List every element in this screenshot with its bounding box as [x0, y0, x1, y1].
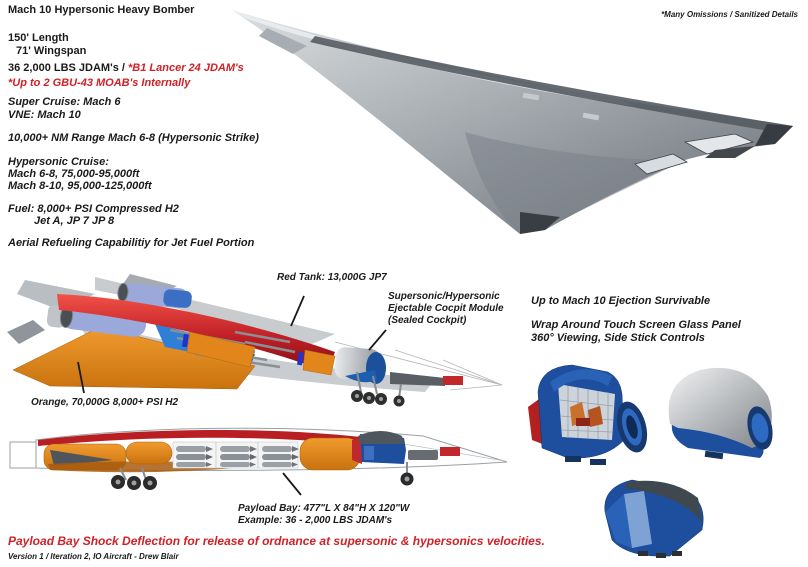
panel-vent [522, 92, 540, 101]
callout-payload-bay: Payload Bay: 477"L X 84"H X 120"W Exampl… [238, 503, 409, 527]
main-landing-gear [111, 467, 157, 490]
ejection-note-2: Wrap Around Touch Screen Glass Panel 360… [531, 319, 741, 345]
spec-wingspan: 71' Wingspan [16, 45, 87, 57]
spec-vne: VNE: Mach 10 [8, 109, 81, 121]
main-landing-gear [351, 371, 387, 405]
spec-payload-red: *B1 Lancer 24 JDAM's [128, 62, 244, 74]
shock-deflection-note: Payload Bay Shock Deflection for release… [8, 534, 545, 548]
cockpit-module-sealed-view [668, 367, 773, 460]
ventral-fin [7, 320, 45, 344]
spec-payload: 36 2,000 LBS JDAM's / *B1 Lancer 24 JDAM… [8, 62, 244, 75]
ejection-line-3: 360° Viewing, Side Stick Controls [531, 332, 705, 344]
engine-nozzle [634, 153, 689, 175]
tail-box-outline [9, 441, 37, 469]
red-spine-tank [57, 294, 335, 372]
jdam-bombs [176, 446, 299, 467]
nose-probe-dark [390, 372, 445, 386]
tail-notch-dark [705, 146, 755, 158]
orange-delta-wing [12, 326, 256, 390]
belly-dark-wedge [520, 212, 560, 234]
cockpit-module-cutaway-view [528, 364, 648, 465]
spec-super-cruise: Super Cruise: Mach 6 [8, 96, 121, 108]
cockpit-module-profile [352, 431, 406, 464]
nose-landing-gear [400, 462, 414, 486]
canopy-hint [259, 28, 307, 54]
version-note: Version 1 / Iteration 2, IO Aircraft - D… [8, 552, 179, 561]
spec-cruise-band-2: Mach 8-10, 95,000-125,000ft [8, 180, 152, 192]
sanitized-note: *Many Omissions / Sanitized Details [661, 10, 798, 19]
airframe-silhouette [232, 10, 793, 234]
equipment-dark [408, 450, 438, 460]
bomber-top-render [232, 10, 793, 234]
spec-payload-black: 36 2,000 LBS JDAM's / [8, 62, 125, 74]
spec-fuel-1: Fuel: 8,000+ PSI Compressed H2 [8, 203, 179, 215]
airframe-leading-edge-shadow [310, 36, 793, 133]
equipment-red [440, 447, 460, 456]
orange-fore-tank [302, 349, 336, 376]
spec-cruise-band-1: Mach 6-8, 75,000-95,000ft [8, 168, 140, 180]
ejection-line-2: Wrap Around Touch Screen Glass Panel [531, 319, 741, 331]
orange-tank-mid [125, 441, 173, 465]
callout-red-tank: Red Tank: 13,000G JP7 [277, 272, 387, 283]
nose-landing-gear [393, 383, 405, 407]
spec-range: 10,000+ NM Range Mach 6-8 (Hypersonic St… [8, 132, 259, 144]
page-title: Mach 10 Hypersonic Heavy Bomber [8, 4, 195, 16]
cockpit-module-front-view [604, 479, 704, 558]
callout-cockpit-module: Supersonic/Hypersonic Ejectable Cocpit M… [388, 291, 504, 327]
cockpit-module-renders [528, 364, 773, 558]
spec-cruise-heading: Hypersonic Cruise: [8, 156, 109, 168]
callout-payload-line-2: Example: 36 - 2,000 LBS JDAM's [238, 515, 393, 526]
nose-probe-red [443, 376, 463, 385]
spec-moab: *Up to 2 GBU-43 MOAB's Internally [8, 77, 191, 89]
ejection-note-1: Up to Mach 10 Ejection Survivable [531, 295, 711, 307]
callout-cockpit-line-2: Ejectable Cocpit Module [388, 303, 504, 314]
red-spine-strip [38, 430, 368, 446]
spec-length: 150' Length [8, 32, 69, 44]
orange-mid-tank [186, 331, 256, 368]
spec-fuel-2: Jet A, JP 7 JP 8 [34, 215, 115, 227]
blue-divider [182, 333, 189, 348]
orange-tank-aft [43, 443, 258, 473]
callout-payload-line-1: Payload Bay: 477"L X 84"H X 120"W [238, 503, 410, 514]
airframe-wing-shadow [465, 132, 685, 234]
bomber-cutaway-render [7, 274, 503, 407]
engine-nozzle [683, 133, 755, 155]
panel-vent [582, 112, 600, 121]
orange-tank-fore [299, 437, 361, 471]
wingtip-dark [755, 124, 793, 146]
engine-nacelle [117, 282, 192, 309]
callout-orange-tank: Orange, 70,000G 8,000+ PSI H2 [31, 397, 179, 408]
payload-bay [172, 441, 299, 469]
callout-cockpit-line-1: Supersonic/Hypersonic [388, 291, 500, 302]
cockpit-module-installed [334, 347, 386, 384]
blue-divider [297, 351, 304, 366]
bomber-profile-render [9, 427, 508, 490]
spec-refueling: Aerial Refueling Capabilitiy for Jet Fue… [8, 237, 255, 249]
callout-cockpit-line-3: (Sealed Cockpit) [388, 315, 467, 326]
